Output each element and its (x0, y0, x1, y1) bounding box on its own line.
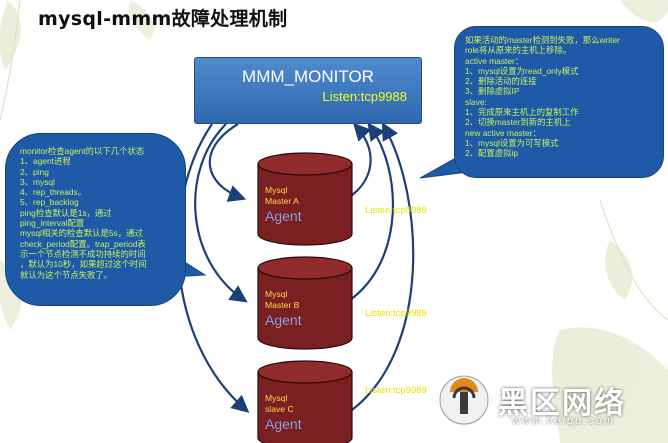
mmm-monitor-box: MMM_MONITOR Listen:tcp9988 (194, 57, 422, 124)
arrow-monitor-to-b (194, 123, 248, 303)
page-title: mysql-mmm故障处理机制 (38, 8, 288, 30)
right-callout: 如果活动的master检测到失败，那么writer role将从原来的主机上移除… (454, 26, 664, 178)
node-c-line1: Mysql (265, 393, 288, 403)
node-a-line1: Mysql (265, 185, 288, 195)
node-c-listen: Listen:tcp9989 (365, 385, 427, 396)
node-c-line2: slave C (265, 404, 294, 414)
arrow-c-to-monitor (351, 122, 415, 411)
db-cylinder-a (257, 152, 353, 246)
node-c-agent: Agent (265, 416, 302, 432)
right-note-line: 1、mysql设置为可写模式 (465, 137, 559, 148)
left-note-line: ，默认为10秒，如果超过这个时间 (20, 259, 147, 270)
node-a-agent: Agent (265, 208, 302, 224)
left-note-line: ping_interval配置 (20, 218, 85, 229)
right-note-line: new active master： (465, 127, 541, 138)
watermark-text: 黑区网络 (498, 386, 626, 421)
right-note-line: 1、完成原来主机上的复制工作 (465, 107, 579, 118)
node-b-listen: Listen:tcp9989 (365, 308, 427, 319)
node-a-label: Mysql Master A (265, 185, 299, 207)
right-note-line: 2、删除活动的连接 (465, 76, 537, 87)
db-cylinder-c (257, 360, 353, 443)
left-note-line: 5、rep_backlog (20, 197, 79, 208)
arrow-a-to-monitor (347, 122, 372, 199)
right-note-line: slave: (465, 96, 487, 107)
right-note-line: active master： (465, 55, 524, 66)
node-b-line1: Mysql (265, 289, 288, 299)
left-note-line: check_period配置。trap_period表 (20, 238, 146, 249)
right-note-line: 3、删除虚拟IP (465, 86, 520, 97)
arrow-b-to-monitor (349, 122, 395, 301)
left-note-line: ping检查默认是1s，通过 (20, 207, 112, 218)
node-b-label: Mysql Master B (265, 289, 299, 311)
right-note-line: role将从原来的主机上移除。 (465, 45, 572, 56)
right-note-line: 2、切换master到新的主机上 (465, 117, 571, 128)
monitor-listen: Listen:tcp9988 (322, 89, 407, 104)
arrow-monitor-to-a (208, 123, 247, 202)
node-a-listen: Listen:tcp9989 (365, 205, 427, 216)
right-note-line: 如果活动的master检测到失败，那么writer (465, 35, 620, 45)
node-c-label: Mysql slave C (265, 393, 294, 415)
left-note-line: monitor检查agent的以下几个状态 (20, 146, 145, 156)
left-note-line: 就认为这个节点失败了。 (20, 269, 113, 280)
watermark-url: www.heiqu.com (512, 415, 616, 427)
right-note-line: 1、mysql设置为read_only模式 (465, 65, 579, 76)
node-b-line2: Master B (265, 300, 300, 310)
left-callout: monitor检查agent的以下几个状态 1、agent进程 2、ping 3… (5, 133, 186, 306)
left-note-line: 示一个节点检测不成功持续的时间 (20, 248, 146, 259)
db-cylinder-b (257, 256, 353, 350)
monitor-name: MMM_MONITOR (242, 67, 374, 86)
node-a-line2: Master A (265, 196, 299, 206)
left-note-line: 4、rep_threads。 (20, 187, 87, 198)
left-note-line: 2、ping (20, 166, 49, 177)
left-note-line: 3、mysql (20, 176, 55, 187)
right-note-line: 2、配置虚拟ip (465, 148, 519, 159)
node-b-agent: Agent (265, 312, 302, 328)
left-note-line: mysql相关的检查默认是5s，通过 (20, 228, 143, 239)
left-note-line: 1、agent进程 (20, 156, 71, 167)
